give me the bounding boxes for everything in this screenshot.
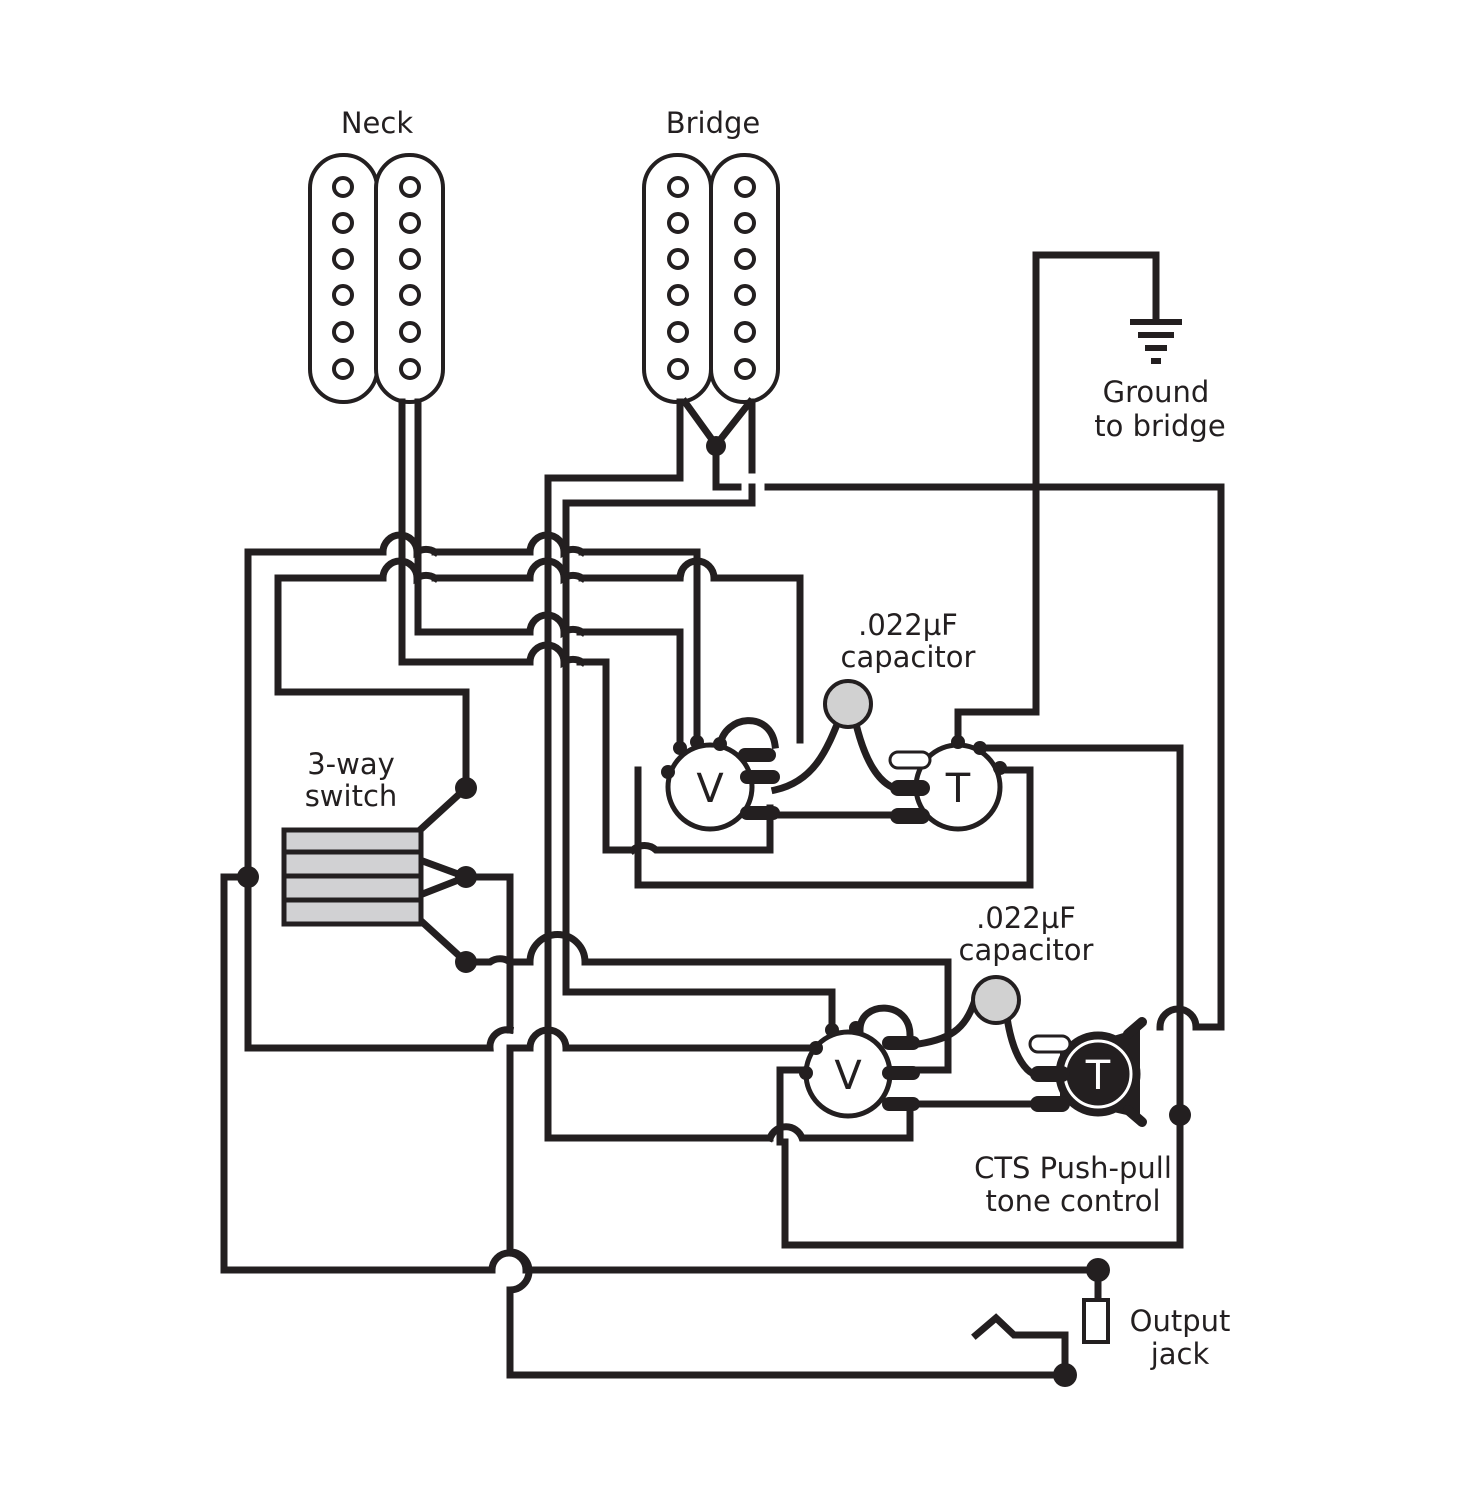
neck-label: Neck <box>341 106 413 140</box>
three-way-switch <box>281 827 424 927</box>
bottom-tone-pushpull-pot: T <box>1028 1017 1147 1127</box>
ground-wire <box>954 251 1160 746</box>
top-vol-jumper <box>715 717 779 750</box>
bottom-volume-pot: V <box>803 1029 920 1119</box>
junction-dots <box>237 436 1191 1387</box>
ground-label-line1: Ground <box>1103 375 1210 409</box>
output-label-line1: Output <box>1130 1304 1231 1338</box>
top-loop <box>634 766 1034 889</box>
top-volume-letter: V <box>696 766 724 812</box>
vol2-jumper <box>856 1004 914 1039</box>
bridge-label: Bridge <box>666 106 761 140</box>
arch-right <box>1156 1005 1200 1031</box>
capacitor-bottom <box>971 975 1021 1025</box>
arch-bridge-2 <box>526 557 587 585</box>
capacitor-bottom-label: capacitor <box>959 933 1094 967</box>
switch-label-line1: 3-way <box>307 747 395 781</box>
pushpull-label-line2: tone control <box>985 1184 1160 1218</box>
top-tone-letter: T <box>945 766 971 812</box>
bus-2-end <box>676 557 804 744</box>
arch-bridge-3 <box>526 611 587 639</box>
neck-pickup-coil-right <box>374 153 445 404</box>
neck-lead-1 <box>398 398 534 666</box>
bridge-lead-3 <box>562 398 836 1034</box>
tone-top-to-right <box>976 744 1184 1124</box>
arch-neck-2 <box>379 557 440 585</box>
neck-lead-2 <box>414 398 534 636</box>
bridge-pickup-coil-right <box>709 153 780 404</box>
arch-neck-1 <box>379 531 440 559</box>
pushpull-label-line1: CTS Push-pull <box>974 1151 1172 1185</box>
arch-bridge-4 <box>526 641 587 669</box>
vol2-left-lug <box>776 1066 812 1146</box>
arch-bridge-1 <box>526 531 587 559</box>
capacitor-top <box>823 679 873 729</box>
neck-lead-1-to-jumper <box>576 658 637 854</box>
top-volume-pot: V <box>665 742 780 832</box>
left-bus-to-vol2 <box>506 1026 812 1052</box>
bottom-tone-letter: T <box>1085 1053 1111 1099</box>
output-jack-body <box>1082 1298 1110 1344</box>
jack-tip-spring <box>971 1313 1069 1379</box>
labels: Neck Bridge Ground to bridge .022µF capa… <box>305 106 1231 1371</box>
bottom-volume-letter: V <box>834 1053 862 1099</box>
switch-bottom-to-vol2 <box>462 931 952 1074</box>
bottom-return <box>781 1116 1184 1249</box>
capacitor-bottom-value: .022µF <box>976 901 1076 935</box>
bridge-lead-2 <box>712 441 742 491</box>
switch-mid-down <box>462 873 514 1034</box>
switch-label-line2: switch <box>305 779 398 813</box>
capacitor-top-value: .022µF <box>858 608 958 642</box>
bottom-vol-lug <box>765 1100 914 1143</box>
ground-symbol <box>1130 319 1182 364</box>
neck-pickup <box>308 153 445 404</box>
tip-wire <box>220 873 1102 1274</box>
bridge-pole-pieces <box>667 176 756 380</box>
neck-lead-2-to-vol <box>576 628 684 744</box>
output-label-line2: jack <box>1150 1337 1210 1371</box>
switch-top-lead <box>274 688 470 792</box>
bridge-ground-to-tone <box>764 483 1225 1031</box>
bus-1 <box>244 548 701 884</box>
top-tone-pot: T <box>888 742 1003 832</box>
bridge-pickup <box>642 153 780 404</box>
capacitor-top-label: capacitor <box>841 640 976 674</box>
left-bus-down <box>244 876 515 1052</box>
bridge-lead-1 <box>544 398 774 1142</box>
bus-2 <box>274 574 684 696</box>
ground-label-line2: to bridge <box>1094 409 1225 443</box>
cap-bottom-lead-1 <box>908 995 980 1049</box>
neck-pole-pieces <box>332 176 421 380</box>
